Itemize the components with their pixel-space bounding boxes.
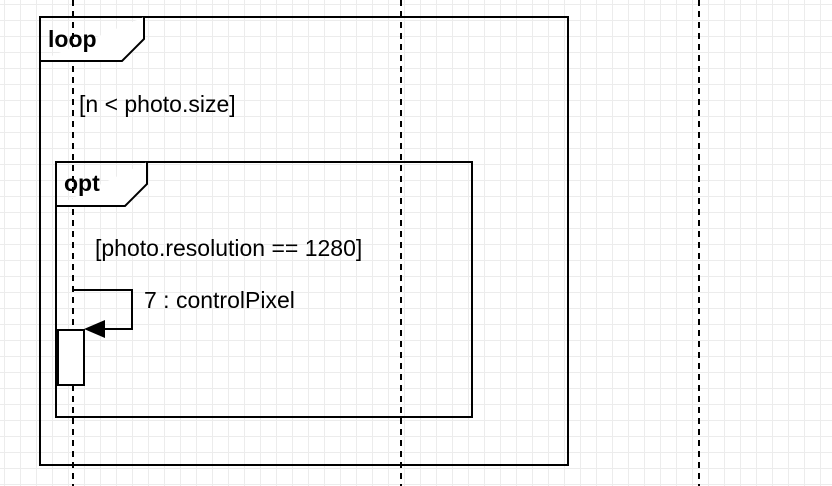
opt-fragment-frame: [55, 161, 473, 418]
opt-operator-label: opt: [64, 170, 100, 196]
loop-operator-tab: [40, 17, 145, 62]
loop-operator-label: loop: [48, 26, 97, 52]
opt-guard: [photo.resolution == 1280]: [95, 235, 362, 261]
self-message-arrowhead: [84, 320, 105, 338]
self-message[interactable]: 7 : controlPixel: [73, 287, 295, 338]
self-message-line: [73, 289, 133, 330]
opt-fragment[interactable]: opt [photo.resolution == 1280]: [55, 161, 473, 418]
activation-bar[interactable]: [57, 329, 85, 386]
loop-fragment-frame: [39, 16, 569, 466]
loop-fragment[interactable]: loop [n < photo.size]: [39, 16, 569, 466]
self-message-label: 7 : controlPixel: [144, 287, 295, 313]
opt-operator-tab: [56, 162, 148, 207]
loop-guard: [n < photo.size]: [79, 91, 236, 117]
